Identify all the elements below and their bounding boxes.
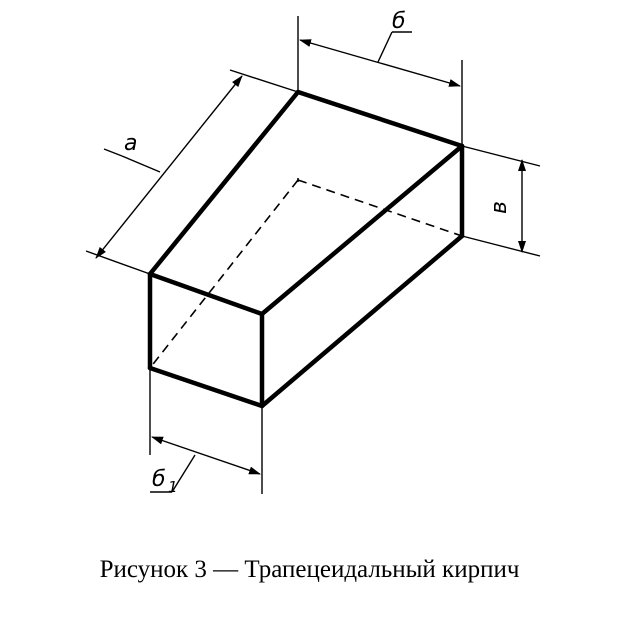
top-back-edge [295,89,465,149]
dimension-label-b: б [392,9,406,34]
dimension-line-a [95,75,243,259]
figure-caption: Рисунок 3 — Трапецеидальный кирпич [99,556,520,583]
extension-a-bottom [85,250,151,275]
brick-outline [147,89,465,409]
hidden-edges [149,178,463,369]
dimension-label-v: в [487,201,512,214]
label-leaders [103,31,412,493]
leader-a [121,155,161,173]
front-top-edge [147,271,265,317]
dimension-label-b1-subscript: 1 [168,478,178,496]
leader-a-underline [103,148,123,157]
top-right-edge [259,143,465,317]
leader-b1 [171,454,196,493]
extension-lines [85,16,541,494]
extension-v-bottom [461,235,541,257]
top-left-edge [147,89,301,277]
hidden-edge-back-bottom [297,179,463,237]
hidden-edge-depth [149,179,299,369]
extension-a-top [229,69,299,93]
dimension-lines [95,39,526,475]
front-bottom-edge [147,365,265,409]
leader-b [377,31,393,63]
dimension-label-a: а [124,131,137,156]
extension-v-top [461,145,541,167]
dimension-line-b1 [151,436,261,475]
dimension-label-b1: б [152,467,166,492]
bottom-right-edge [259,233,465,409]
dimension-line-b [299,39,461,87]
